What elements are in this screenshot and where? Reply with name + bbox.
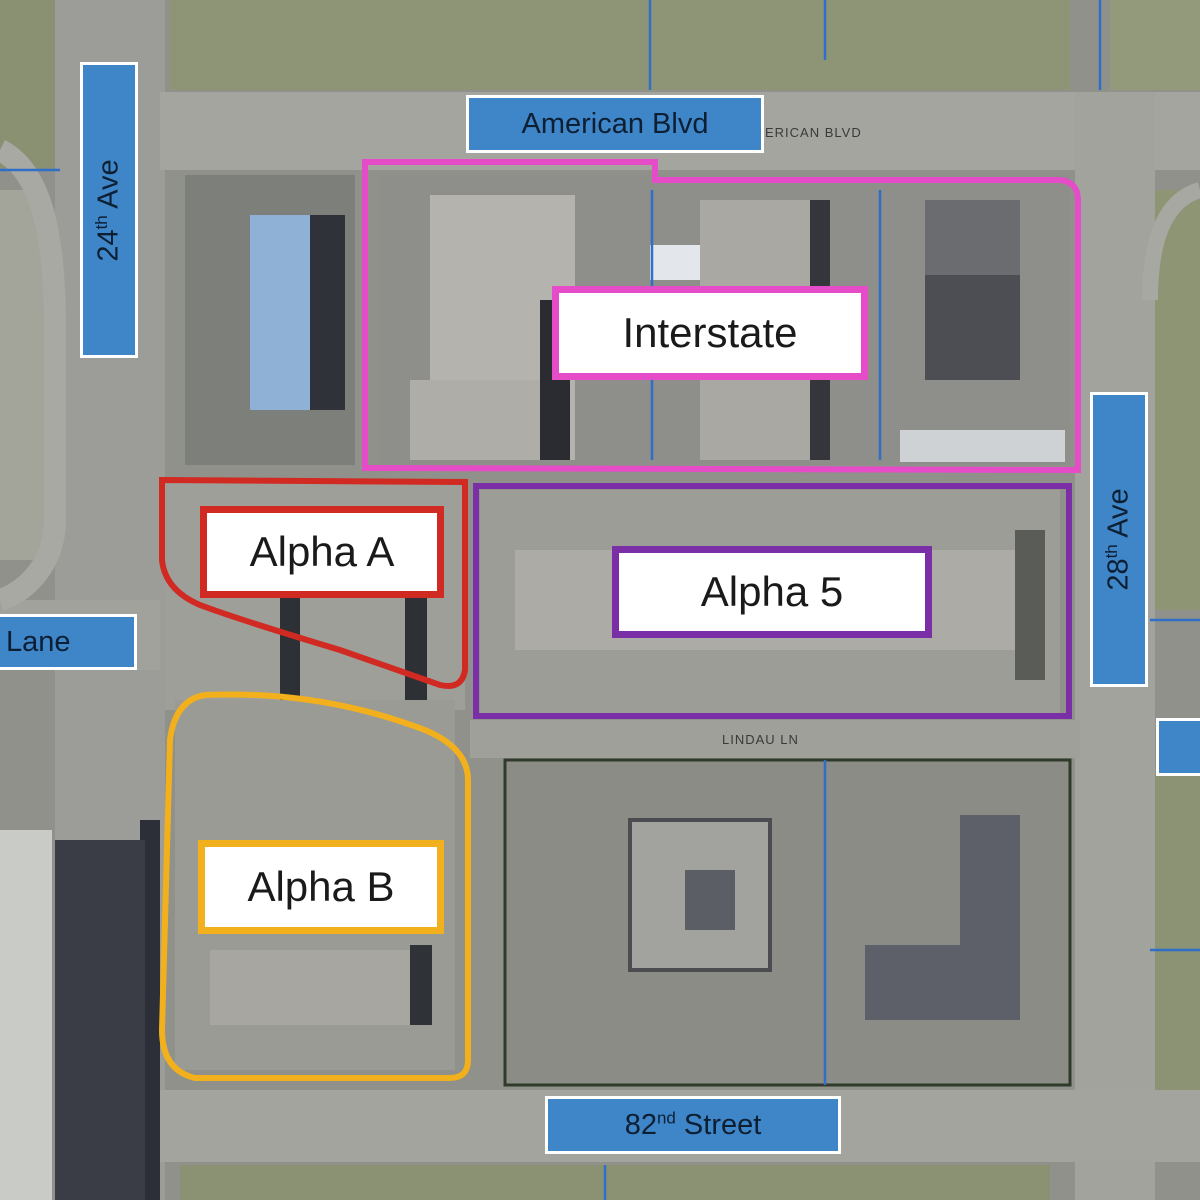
american-blvd-text: American Blvd bbox=[521, 107, 709, 140]
grass-north bbox=[170, 0, 1070, 90]
trailers bbox=[900, 430, 1065, 462]
road-curve-east bbox=[1142, 182, 1200, 301]
map-text-american: ERICAN BLVD bbox=[765, 125, 862, 140]
street-label-american-blvd: American Blvd bbox=[466, 95, 764, 153]
map-text-lindau: LINDAU LN bbox=[722, 732, 799, 747]
street-label-24th-ave: 24th Ave bbox=[80, 62, 138, 358]
interstate-label-text: Interstate bbox=[622, 309, 798, 356]
alpha-b-shadow bbox=[410, 945, 432, 1025]
alpha-b-label-text: Alpha B bbox=[247, 863, 395, 910]
interstate-building-3-top bbox=[925, 200, 1020, 275]
building-blue-roof bbox=[250, 215, 310, 410]
zone-label-alpha-5: Alpha 5 bbox=[612, 546, 932, 638]
interstate-building-1b bbox=[410, 380, 540, 460]
street-82-text: 82nd Street bbox=[624, 1107, 762, 1141]
alpha-b-building bbox=[210, 950, 410, 1025]
grass-southeast bbox=[1150, 770, 1200, 1150]
alpha-a-label-text: Alpha A bbox=[249, 528, 395, 575]
road-lindau-ln bbox=[470, 720, 1080, 758]
building-west-roof bbox=[0, 830, 52, 1200]
lot-west bbox=[0, 190, 45, 560]
street-label-82nd-street: 82nd Street bbox=[545, 1096, 841, 1154]
street-label-east-stub bbox=[1156, 718, 1200, 776]
building-west-dark bbox=[55, 840, 145, 1200]
interstate-outline bbox=[362, 159, 1081, 474]
zone-label-alpha-a: Alpha A bbox=[200, 506, 444, 598]
zone-label-interstate: Interstate bbox=[552, 286, 868, 380]
ave-28-text: 28th Ave bbox=[1101, 488, 1135, 591]
grass-northwest bbox=[0, 0, 60, 170]
grass-northeast bbox=[1110, 0, 1200, 90]
zone-label-alpha-b: Alpha B bbox=[198, 840, 444, 934]
se-building-2 bbox=[865, 815, 1020, 1020]
road-curve-west bbox=[0, 140, 66, 611]
alpha-5-shadow bbox=[1015, 530, 1045, 680]
lane-text: Lane bbox=[6, 625, 71, 658]
grass-south bbox=[180, 1165, 1050, 1200]
alpha-b-outline bbox=[158, 691, 471, 1081]
alpha-a-outline bbox=[159, 476, 468, 689]
building-blue-shadow bbox=[310, 215, 345, 410]
street-label-lane: Lane bbox=[0, 614, 137, 670]
se-building-1-roof bbox=[685, 870, 735, 930]
ave-24-text: 24th Ave bbox=[91, 158, 125, 262]
alpha-5-label-text: Alpha 5 bbox=[700, 568, 844, 615]
alpha-5-outline bbox=[473, 483, 1072, 719]
street-label-28th-ave: 28th Ave bbox=[1090, 392, 1148, 687]
